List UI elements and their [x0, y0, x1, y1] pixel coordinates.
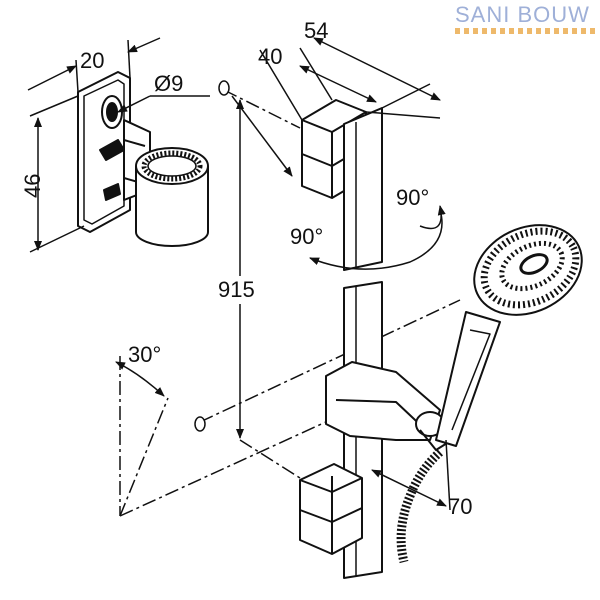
hole-mark-bottom: [194, 416, 206, 432]
assembly-arrow: [231, 95, 293, 177]
dimension-20: [27, 37, 161, 93]
hand-shower: [435, 224, 583, 447]
dimension-40-54: [259, 37, 441, 121]
dimension-label-915: 915: [218, 277, 255, 302]
dimension-label-40: 40: [258, 44, 282, 69]
tilt-indicator: [115, 361, 165, 397]
rotation-label-right: 90°: [396, 185, 429, 210]
shower-hose: [396, 448, 444, 564]
top-holder: [301, 99, 383, 271]
hole-leader: [117, 95, 210, 113]
dimension-70: [371, 439, 451, 511]
dimension-label-46: 46: [20, 174, 45, 198]
hole-mark-top: [218, 80, 230, 96]
logo-dots: [455, 28, 597, 34]
dimension-915-bg: [214, 276, 266, 304]
lower-rail: [299, 281, 453, 579]
sani-bouw-logo: SANI BOUW: [455, 2, 597, 40]
dimension-46: [29, 95, 85, 253]
rotation-arrows: [309, 205, 446, 270]
logo-text: SANI BOUW: [455, 2, 590, 27]
dimension-label-54: 54: [304, 18, 328, 43]
dimension-label-20: 20: [80, 48, 104, 73]
rotation-label-left: 90°: [290, 224, 323, 249]
dimension-label-70: 70: [448, 494, 472, 519]
tilt-label-30: 30°: [128, 342, 161, 367]
wall-bracket: [77, 71, 209, 247]
dimension-label-d9: Ø9: [154, 71, 183, 96]
